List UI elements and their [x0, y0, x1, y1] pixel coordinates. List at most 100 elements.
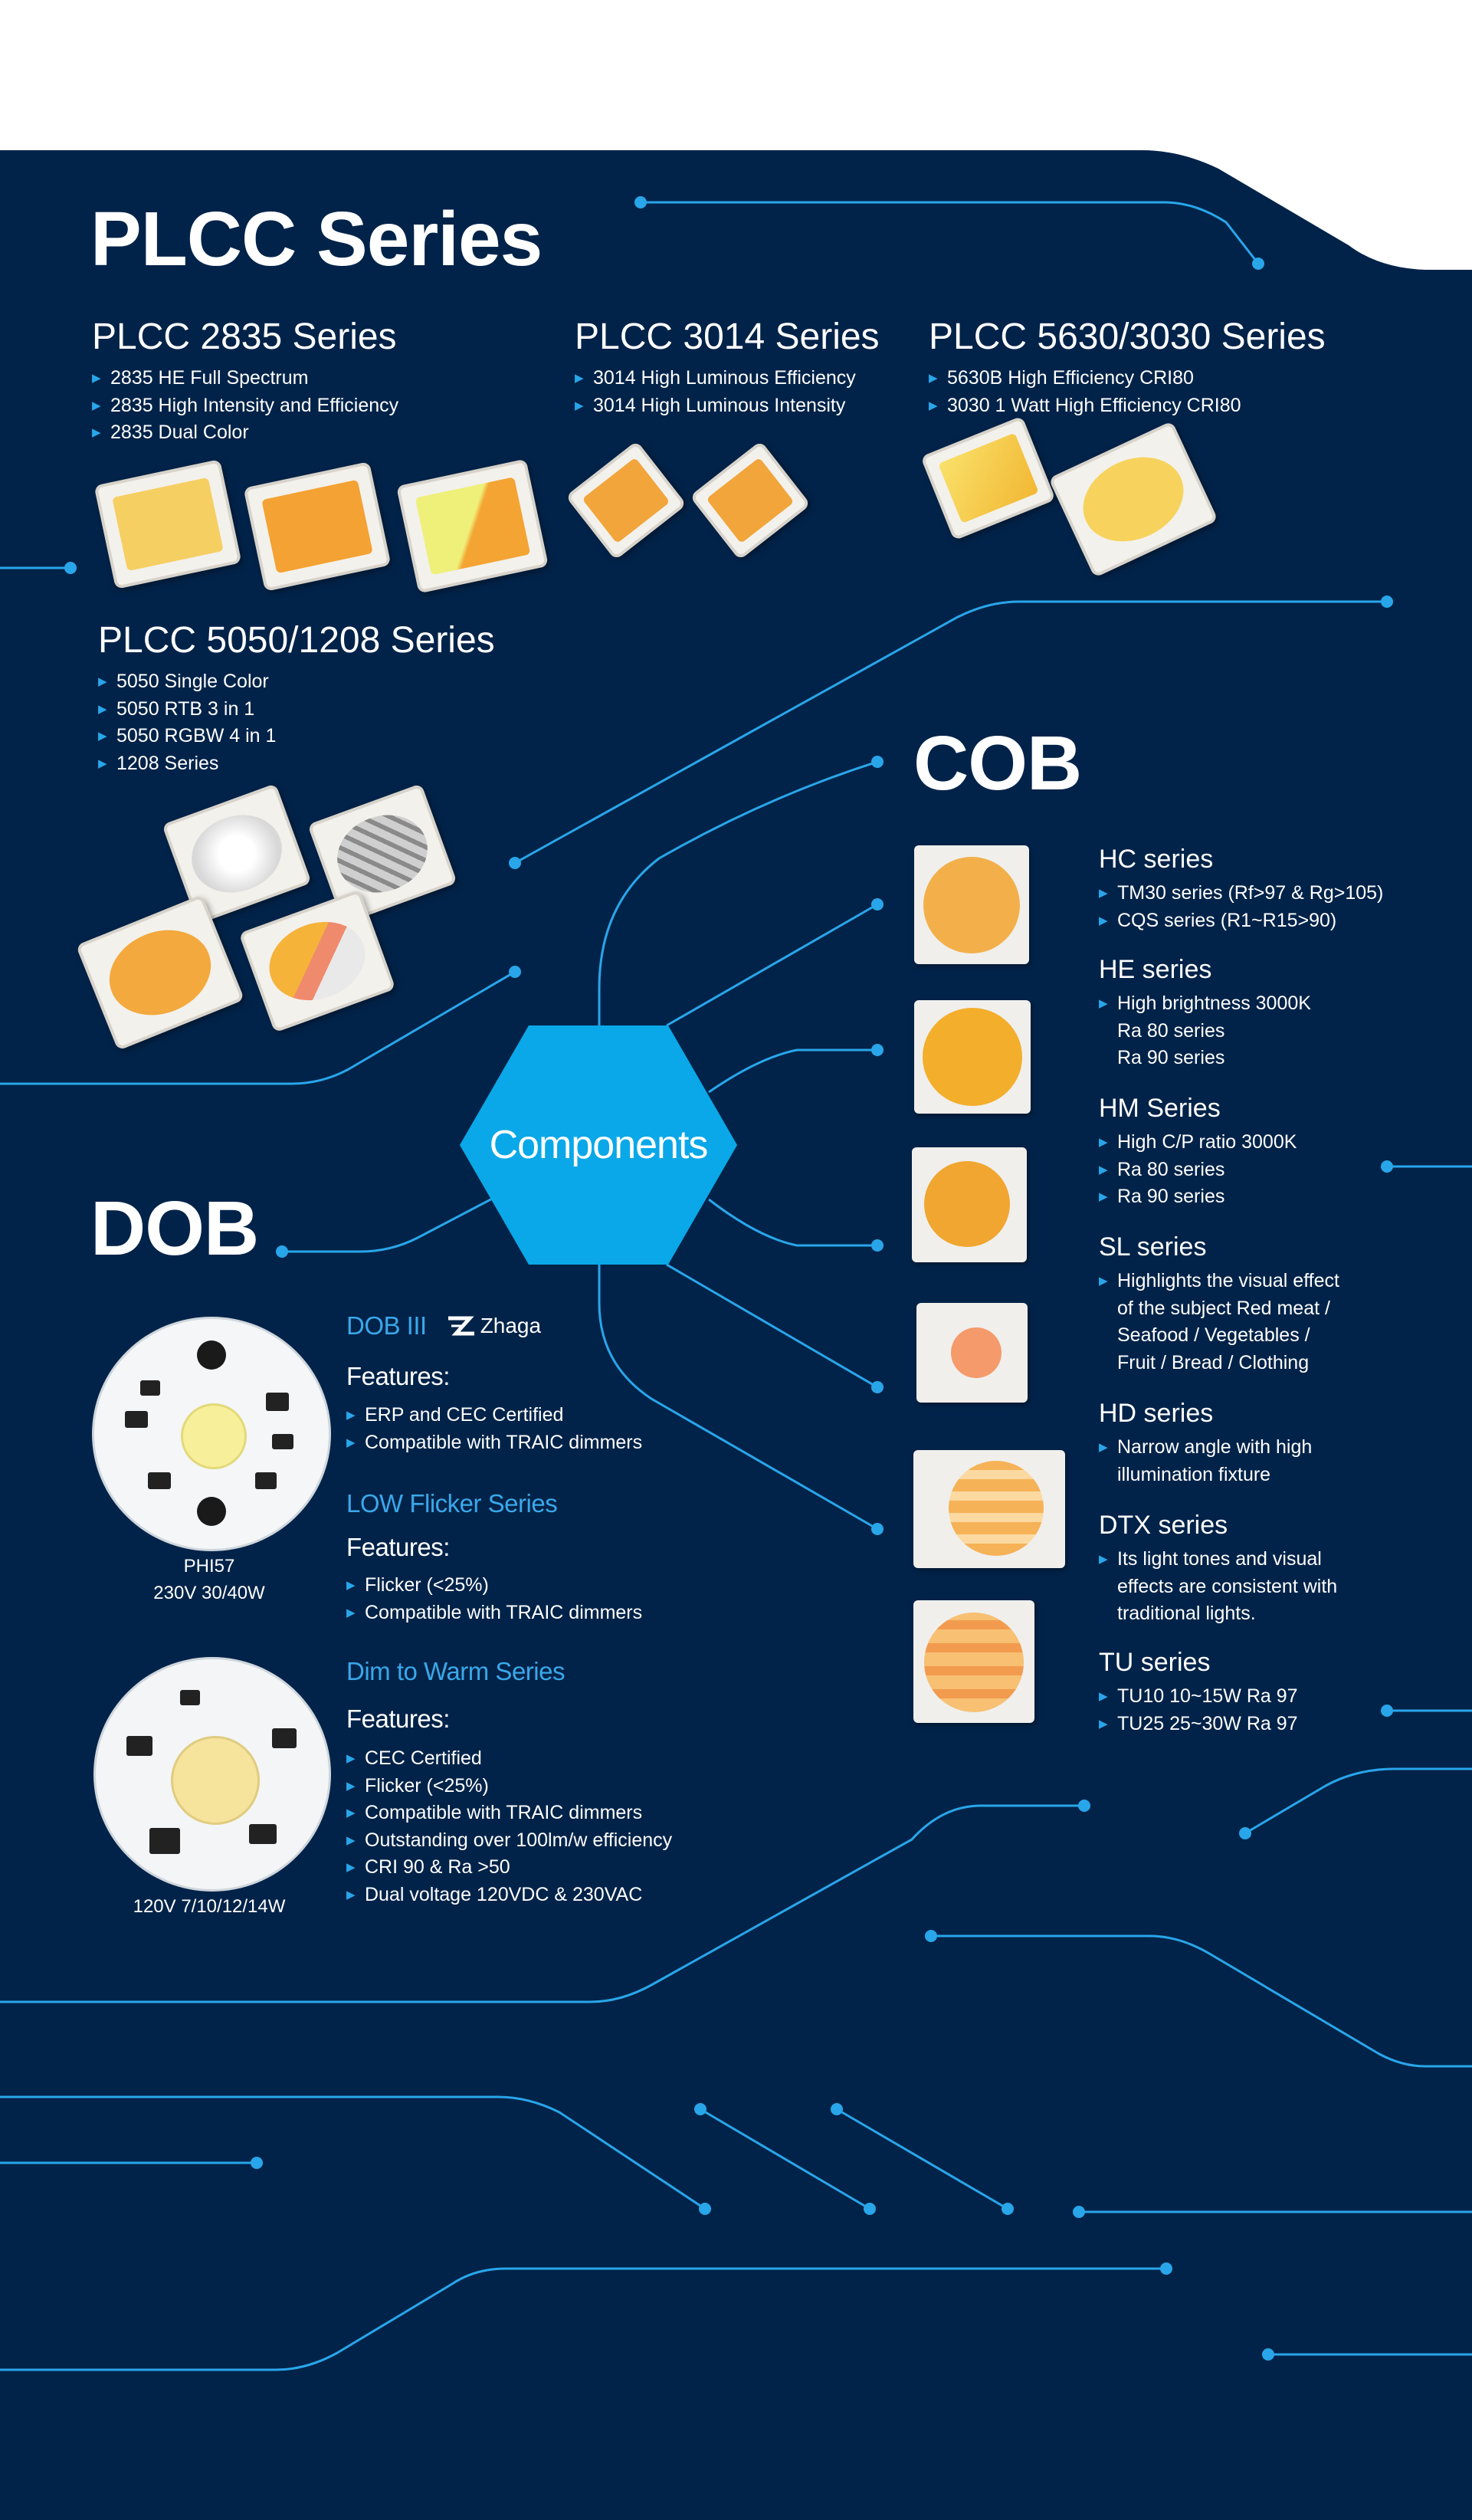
list-item: 1208 Series	[98, 750, 495, 778]
list-item: Flicker (<25%)	[346, 1572, 642, 1600]
list-item: High brightness 3000K	[1099, 990, 1311, 1018]
list-item: High C/P ratio 3000K	[1099, 1129, 1297, 1157]
trace-hm	[708, 1198, 877, 1247]
low-flicker-heading: LOW Flicker Series	[346, 1489, 558, 1518]
plcc-5630-list: 5630B High Efficiency CRI80 3030 1 Watt …	[929, 365, 1326, 419]
list-item: CEC Certified	[346, 1745, 672, 1773]
list-item: of the subject Red meat /	[1117, 1297, 1330, 1319]
dob-caption-phi57-model: PHI57	[183, 1556, 235, 1577]
list-item: Compatible with TRAIC dimmers	[346, 1429, 642, 1457]
cob-hc-heading: HC series	[1099, 845, 1214, 874]
dob-board-phi57	[92, 1317, 331, 1551]
trace-mid-right	[931, 1934, 1472, 2068]
cob-hd: HD series Narrow angle with high illumin…	[1099, 1400, 1312, 1488]
dim-to-warm-features-list: CEC Certified Flicker (<25%) Compatible …	[346, 1745, 672, 1908]
plcc-2835-group: PLCC 2835 Series 2835 HE Full Spectrum 2…	[92, 319, 398, 447]
cob-dtx-heading: DTX series	[1099, 1511, 1228, 1540]
list-item: Ra 90 series	[1117, 1047, 1225, 1068]
trace-sl	[666, 1263, 878, 1389]
cob-dtx: DTX series Its light tones and visual ef…	[1099, 1512, 1337, 1628]
plcc-2835-list: 2835 HE Full Spectrum 2835 High Intensit…	[92, 365, 398, 447]
list-item: 3030 1 Watt High Efficiency CRI80	[929, 392, 1326, 420]
low-flicker-features-label: Features:	[346, 1533, 450, 1561]
trace-hc	[666, 903, 878, 1027]
cob-hd-heading: HD series	[1099, 1399, 1214, 1428]
trace-short2	[836, 2108, 1008, 2210]
dob3-heading: DOB III	[346, 1311, 427, 1340]
dob-caption-phi57: PHI57 230V 30/40W	[92, 1553, 326, 1606]
plcc-5630-group: PLCC 5630/3030 Series 5630B High Efficie…	[929, 319, 1326, 419]
cob-image-hd	[913, 1450, 1065, 1568]
trace-cob-entry	[598, 760, 878, 1025]
list-item: TM30 series (Rf>97 & Rg>105)	[1099, 880, 1383, 907]
dob-title: DOB	[90, 1186, 259, 1271]
cob-he-heading: HE series	[1099, 955, 1212, 984]
trace-short1	[700, 2108, 870, 2210]
cob-sl-list: Highlights the visual effect of the subj…	[1099, 1268, 1339, 1376]
trace-row4	[0, 2267, 1166, 2371]
dob-board-120v	[93, 1657, 331, 1892]
zhaga-logo-icon: Zhaga	[447, 1314, 541, 1338]
plcc-5630-heading: PLCC 5630/3030 Series	[929, 317, 1326, 357]
list-item: Ra 80 series	[1117, 1019, 1225, 1042]
trace-diagonal-plcc	[514, 600, 1387, 865]
dim-to-warm-heading: Dim to Warm Series	[346, 1657, 565, 1685]
list-item: Dual voltage 120VDC & 230VAC	[346, 1882, 672, 1909]
cob-sl: SL series Highlights the visual effect o…	[1099, 1234, 1339, 1376]
components-label: Components	[489, 1123, 709, 1167]
plcc-5050-list: 5050 Single Color 5050 RTB 3 in 1 5050 R…	[98, 668, 495, 777]
list-item: Ra 90 series	[1099, 1183, 1297, 1211]
plcc-3014-heading: PLCC 3014 Series	[575, 317, 880, 357]
list-item: 2835 High Intensity and Efficiency	[92, 392, 398, 420]
dob3-header: DOB III Zhaga	[346, 1313, 541, 1338]
cob-image-sl	[916, 1303, 1028, 1403]
low-flicker-features-list: Flicker (<25%) Compatible with TRAIC dim…	[346, 1572, 642, 1626]
list-item: Seafood / Vegetables /	[1117, 1324, 1310, 1346]
trace-dob	[282, 1194, 499, 1253]
zhaga-badge-text: Zhaga	[480, 1313, 542, 1337]
list-item: ERP and CEC Certified	[346, 1402, 642, 1429]
plcc-3014-group: PLCC 3014 Series 3014 High Luminous Effi…	[575, 319, 880, 419]
cob-title: COB	[913, 720, 1082, 806]
list-item: illumination fixture	[1117, 1463, 1271, 1485]
list-item: Flicker (<25%)	[346, 1773, 672, 1800]
trace-hd	[598, 1265, 878, 1531]
list-item: Ra 80 series	[1099, 1157, 1297, 1184]
list-item: CQS series (R1~R15>90)	[1099, 907, 1383, 935]
trace-bottom-long	[0, 1804, 1084, 2003]
trace-he	[708, 1048, 877, 1094]
trace-lower-left	[0, 970, 516, 1085]
cob-hc-list: TM30 series (Rf>97 & Rg>105) CQS series …	[1099, 880, 1383, 934]
dob-caption-120v: 120V 7/10/12/14W	[133, 1896, 286, 1917]
list-item: traditional lights.	[1117, 1603, 1256, 1624]
plcc-5050-group: PLCC 5050/1208 Series 5050 Single Color …	[98, 622, 495, 777]
cob-dtx-list: Its light tones and visual effects are c…	[1099, 1546, 1337, 1628]
plcc-5050-heading: PLCC 5050/1208 Series	[98, 620, 495, 661]
list-item: 3014 High Luminous Intensity	[575, 392, 880, 420]
dim-to-warm-features-label: Features:	[346, 1705, 450, 1733]
trace-right-curve	[1244, 1767, 1472, 1835]
list-item: TU25 25~30W Ra 97	[1099, 1711, 1298, 1738]
list-item: Compatible with TRAIC dimmers	[346, 1600, 642, 1627]
cob-sl-heading: SL series	[1099, 1232, 1207, 1262]
list-item: Its light tones and visual	[1099, 1546, 1337, 1573]
cob-hd-list: Narrow angle with high illumination fixt…	[1099, 1434, 1312, 1488]
list-item: Fruit / Bread / Clothing	[1117, 1351, 1310, 1373]
cob-tu: TU series TU10 10~15W Ra 97 TU25 25~30W …	[1099, 1649, 1298, 1737]
components-hexagon: Components	[460, 1025, 737, 1265]
cob-image-he	[914, 1000, 1031, 1114]
dob-caption-phi57-spec: 230V 30/40W	[153, 1583, 265, 1603]
trace-top	[641, 201, 1260, 264]
cob-hm-list: High C/P ratio 3000K Ra 80 series Ra 90 …	[1099, 1129, 1297, 1211]
list-item: 2835 HE Full Spectrum	[92, 365, 398, 392]
dob3-features-label: Features:	[346, 1362, 450, 1390]
list-item: Outstanding over 100lm/w efficiency	[346, 1827, 672, 1855]
list-item: Compatible with TRAIC dimmers	[346, 1800, 672, 1827]
dob3-features-list: ERP and CEC Certified Compatible with TR…	[346, 1402, 642, 1456]
list-item: 5050 RGBW 4 in 1	[98, 723, 495, 750]
cob-hm: HM Series High C/P ratio 3000K Ra 80 ser…	[1099, 1095, 1297, 1211]
cob-he-list: High brightness 3000K Ra 80 series Ra 90…	[1099, 990, 1311, 1072]
list-item: 5050 Single Color	[98, 668, 495, 696]
cob-hm-heading: HM Series	[1099, 1094, 1221, 1123]
list-item: 2835 Dual Color	[92, 419, 398, 447]
